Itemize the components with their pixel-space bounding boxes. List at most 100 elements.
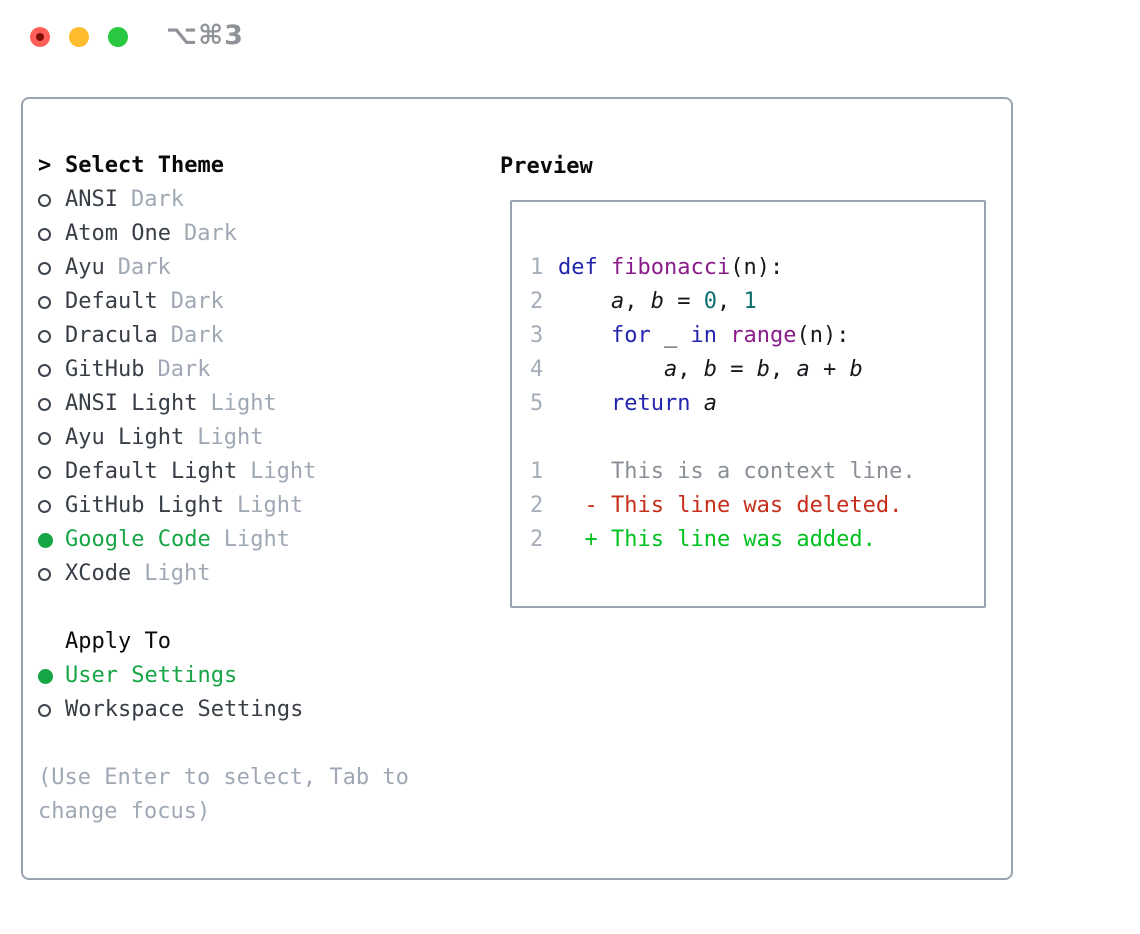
radio-icon [38, 227, 51, 241]
theme-name: Ayu Light [65, 425, 185, 450]
theme-name: Default [65, 289, 158, 314]
line-content: a, b = 0, 1 [610, 289, 757, 314]
theme-variant: Light [236, 493, 304, 518]
preview-pane: 1 def fibonacci(n): 2 a, b = 0, 1 3 for _ i… [510, 200, 986, 608]
theme-variant: Dark [170, 289, 224, 314]
apply-to-header: Apply To [38, 625, 478, 659]
spacer [38, 591, 478, 625]
line-number: 4 [530, 357, 544, 382]
apply-option-workspace-settings[interactable]: Workspace Settings [38, 693, 478, 727]
theme-option-github[interactable]: GitHub Dark [38, 353, 478, 387]
window-shortcut-label: ⌥⌘3 [166, 20, 244, 51]
zoom-button[interactable] [108, 27, 128, 47]
line-number: 1 [530, 255, 544, 280]
apply-option-label: Workspace Settings [65, 697, 304, 722]
titlebar [30, 27, 128, 47]
theme-option-ansi-light[interactable]: ANSI Light Light [38, 387, 478, 421]
code-line: 1 This is a context line. [530, 455, 980, 489]
line-number [530, 421, 558, 455]
theme-variant: Light [210, 391, 277, 416]
radio-icon [38, 397, 51, 411]
theme-option-github-light[interactable]: GitHub Light Light [38, 489, 478, 523]
line-content: - This line was deleted. [558, 493, 903, 518]
preview-header: Preview [500, 149, 593, 183]
code-line: 1 def fibonacci(n): [530, 251, 980, 285]
radio-icon [38, 567, 51, 581]
line-content: This is a context line. [558, 459, 916, 484]
radio-icon [38, 295, 51, 309]
theme-name: ANSI [65, 187, 118, 212]
radio-icon [38, 329, 51, 343]
radio-icon [38, 363, 51, 377]
minimize-button[interactable] [69, 27, 89, 47]
close-dot-icon [36, 33, 44, 41]
radio-icon [38, 499, 51, 513]
theme-variant: Dark [170, 323, 224, 348]
theme-variant: Light [223, 527, 290, 552]
theme-name: GitHub [65, 357, 145, 382]
radio-icon [38, 261, 51, 275]
theme-name: Dracula [65, 323, 158, 348]
preview-title: Preview [500, 153, 593, 179]
code-line: 2 + This line was added. [530, 523, 980, 557]
theme-name: Atom One [65, 221, 171, 246]
line-number: 3 [530, 323, 544, 348]
radio-icon [38, 193, 51, 207]
spacer [38, 727, 478, 761]
line-content: return a [610, 391, 717, 416]
code-line [530, 421, 980, 455]
theme-option-google-code[interactable]: Google Code Light [38, 523, 478, 557]
theme-option-ayu-light[interactable]: Ayu Light Light [38, 421, 478, 455]
theme-name: GitHub Light [65, 493, 224, 518]
line-number: 2 [530, 289, 544, 314]
theme-option-default[interactable]: Default Dark [38, 285, 478, 319]
theme-variant: Dark [157, 357, 211, 382]
line-number: 2 [530, 527, 544, 552]
select-theme-header: > Select Theme [38, 149, 478, 183]
theme-option-dracula[interactable]: Dracula Dark [38, 319, 478, 353]
code-line: 3 for _ in range(n): [530, 319, 980, 353]
select-theme-title: Select Theme [65, 153, 224, 178]
theme-name: Default Light [65, 459, 238, 484]
theme-variant: Light [144, 561, 211, 586]
apply-to-title: Apply To [65, 629, 171, 654]
theme-option-xcode[interactable]: XCode Light [38, 557, 478, 591]
close-button[interactable] [30, 27, 50, 47]
code-line: 2 - This line was deleted. [530, 489, 980, 523]
theme-variant: Light [197, 425, 264, 450]
radio-icon [38, 703, 51, 717]
theme-option-default-light[interactable]: Default Light Light [38, 455, 478, 489]
theme-name: ANSI Light [65, 391, 198, 416]
line-content: def fibonacci(n): [558, 255, 784, 280]
radio-icon [38, 431, 51, 445]
theme-variant: Light [250, 459, 317, 484]
radio-selected-icon [38, 532, 53, 548]
theme-option-ansi[interactable]: ANSI Dark [38, 183, 478, 217]
line-number: 1 [530, 459, 544, 484]
code-preview: 1 def fibonacci(n): 2 a, b = 0, 1 3 for _ i… [530, 251, 980, 557]
hint-line: (Use Enter to select, Tab to [38, 765, 409, 790]
theme-option-ayu[interactable]: Ayu Dark [38, 251, 478, 285]
hint-text: (Use Enter to select, Tab to change focus… [38, 761, 478, 829]
theme-variant: Dark [130, 187, 184, 212]
theme-name: XCode [65, 561, 132, 586]
radio-selected-icon [38, 668, 53, 684]
line-number: 5 [530, 391, 544, 416]
code-line: 5 return a [530, 387, 980, 421]
line-content: + This line was added. [558, 527, 876, 552]
theme-name: Ayu [65, 255, 105, 280]
theme-name: Google Code [65, 527, 211, 552]
apply-option-user-settings[interactable]: User Settings [38, 659, 478, 693]
hint-line: change focus) [38, 799, 211, 824]
radio-icon [38, 465, 51, 479]
line-content: a, b = b, a + b [663, 357, 863, 382]
theme-variant: Dark [117, 255, 171, 280]
apply-option-label: User Settings [65, 663, 238, 688]
line-content: for _ in range(n): [610, 323, 850, 348]
